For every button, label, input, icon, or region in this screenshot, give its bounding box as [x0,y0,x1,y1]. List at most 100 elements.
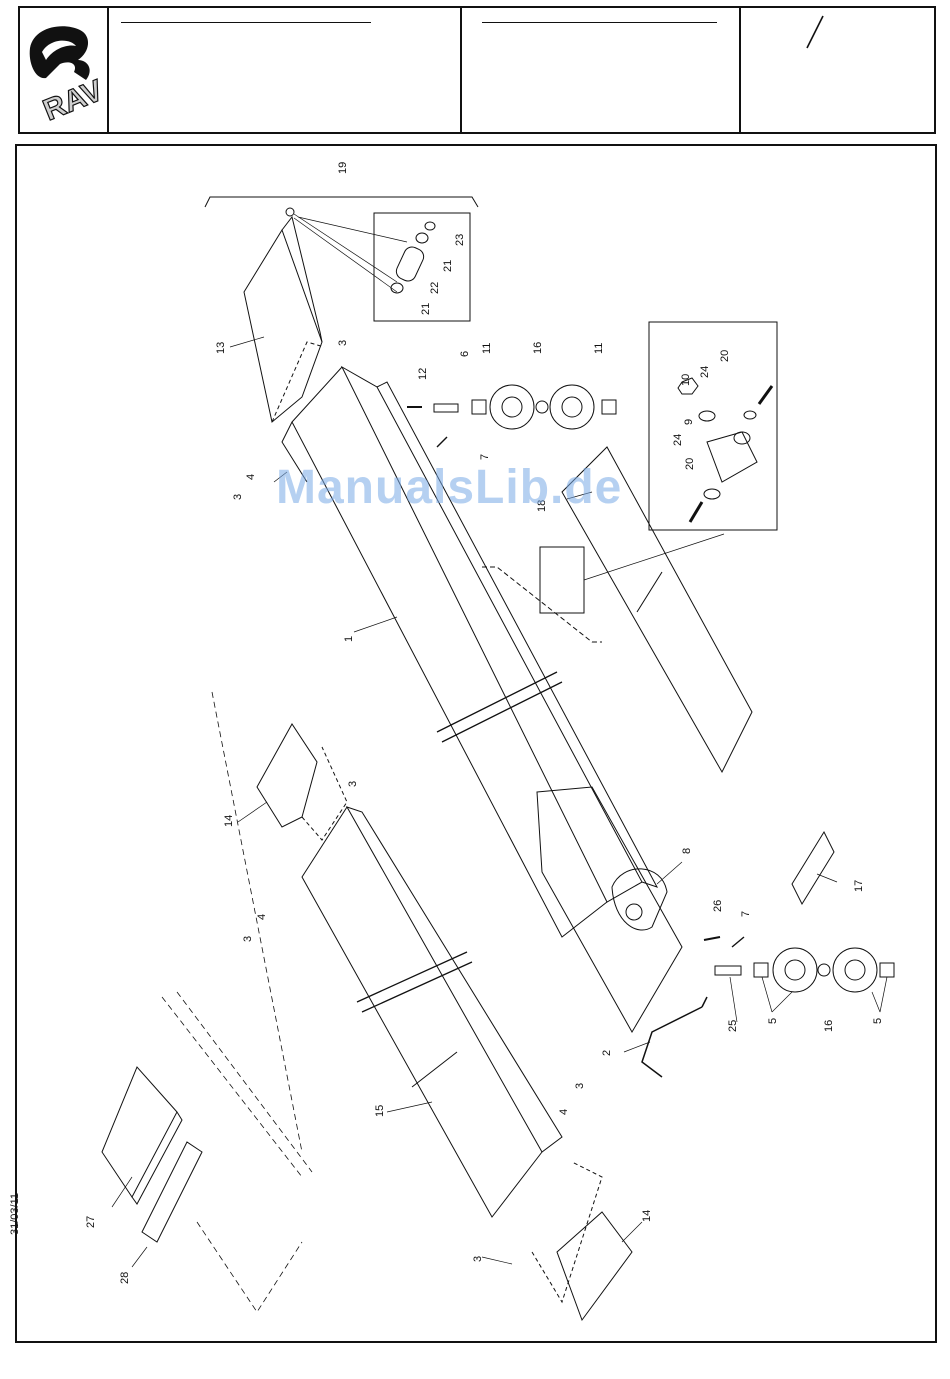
callout-14a: 14 [223,815,235,827]
roller-pin [286,208,294,216]
callout-26: 26 [712,900,724,912]
pulley-11a-hub [502,397,522,417]
callout-17: 17 [853,880,865,892]
title-field-1 [109,8,462,132]
plate-14b [557,1212,632,1320]
callout-6: 6 [459,351,471,357]
callout-16b: 16 [823,1020,835,1032]
callout-21b: 21 [420,303,432,315]
track-1-plate [537,787,682,1032]
block-9-bore [734,432,750,444]
rav-logo: RAV [20,8,109,132]
callout-7b: 7 [740,911,752,917]
callout-28: 28 [119,1272,131,1284]
callout-3c: 3 [347,781,359,787]
roller-22 [394,244,426,283]
callout-3f: 3 [472,1256,484,1262]
pulley-5a-hub [785,960,805,980]
callout-11b: 11 [593,343,605,354]
washer-21b [416,233,428,243]
handle-2 [642,997,707,1077]
clamp-8-bore [626,904,642,920]
track-15-joint [412,1052,457,1087]
callout-16a: 16 [532,342,544,354]
callout-4b: 4 [256,914,268,920]
track-1-left [292,367,607,937]
ring-23 [425,222,435,230]
callout-5b: 5 [872,1018,884,1024]
callout-11a: 11 [481,343,493,354]
callout-24a: 24 [699,366,711,378]
callout-4a: 4 [245,474,257,480]
callout-21a: 21 [442,260,454,272]
track-15-side [347,807,562,1152]
callout-15: 15 [374,1105,386,1117]
ghost-frame [162,692,312,1312]
bolt-20b [690,502,702,522]
callout-3b: 3 [232,494,244,500]
callout-22: 22 [429,282,441,294]
slash-mark [801,12,841,52]
cover-27 [102,1067,177,1197]
clip-7b [732,937,744,947]
callout-4c: 4 [558,1109,570,1115]
washer-24c [704,489,720,499]
track-1-top [342,367,642,902]
callout-8: 8 [681,848,693,854]
pulley-5b-hub [845,960,865,980]
logo-cell: RAV [20,8,109,132]
ramp-13-edge [282,217,322,342]
leader-detail [584,534,724,580]
washer-16a [536,401,548,413]
bracket-19 [205,197,478,207]
plate-17 [792,832,834,904]
break-line-1 [437,672,562,742]
leader-lines-19 [294,214,407,292]
bolt-20a [759,386,772,404]
washer-24a [699,411,715,421]
pulley-11b [550,385,594,429]
clip-7a [437,437,447,447]
plate-14b-hidden [532,1162,602,1302]
callout-19: 19 [337,162,349,174]
callout-25: 25 [727,1020,739,1032]
bar-28 [142,1142,202,1242]
bushing-5a [754,963,768,977]
callout-1: 1 [343,636,355,642]
pin-26 [704,937,720,940]
callout-labels: 19 23 21 22 21 13 3 12 6 11 16 11 10 20 … [85,162,884,1284]
track-1-side [377,382,657,887]
watermark: ManualsLib.de [276,460,622,515]
axle-6 [434,404,458,412]
break-line-15 [357,952,472,1012]
callout-3d: 3 [242,936,254,942]
parts-diagram-svg: 19 23 21 22 21 13 3 12 6 11 16 11 10 20 … [17,146,937,1343]
callout-14b: 14 [641,1210,653,1222]
bushing-11a [472,400,486,414]
small-block-detail [540,547,584,613]
callout-27: 27 [85,1216,97,1228]
bushing-11b [602,400,616,414]
callout-23: 23 [454,234,466,246]
plate-18-joint [637,572,662,612]
washer-24b [744,411,756,419]
ramp-13-hidden [272,342,324,422]
ramp-13 [244,230,322,422]
callout-12: 12 [417,368,429,380]
pulley-5a [773,948,817,992]
callout-5a: 5 [767,1018,779,1024]
logo-text: RAV [39,74,108,127]
pulley-11b-hub [562,397,582,417]
cover-27-edge [132,1112,182,1204]
callout-10: 10 [680,374,692,386]
callout-13: 13 [215,342,227,354]
washer-16b [818,964,830,976]
callout-2: 2 [601,1050,613,1056]
bushing-5b [880,963,894,977]
pulley-5b [833,948,877,992]
callout-3e: 3 [574,1083,586,1089]
track-15-top [302,807,542,1217]
exploded-parts-drawing: 19 23 21 22 21 13 3 12 6 11 16 11 10 20 … [15,144,937,1343]
callout-3a: 3 [337,340,349,346]
title-field-3 [741,8,934,132]
